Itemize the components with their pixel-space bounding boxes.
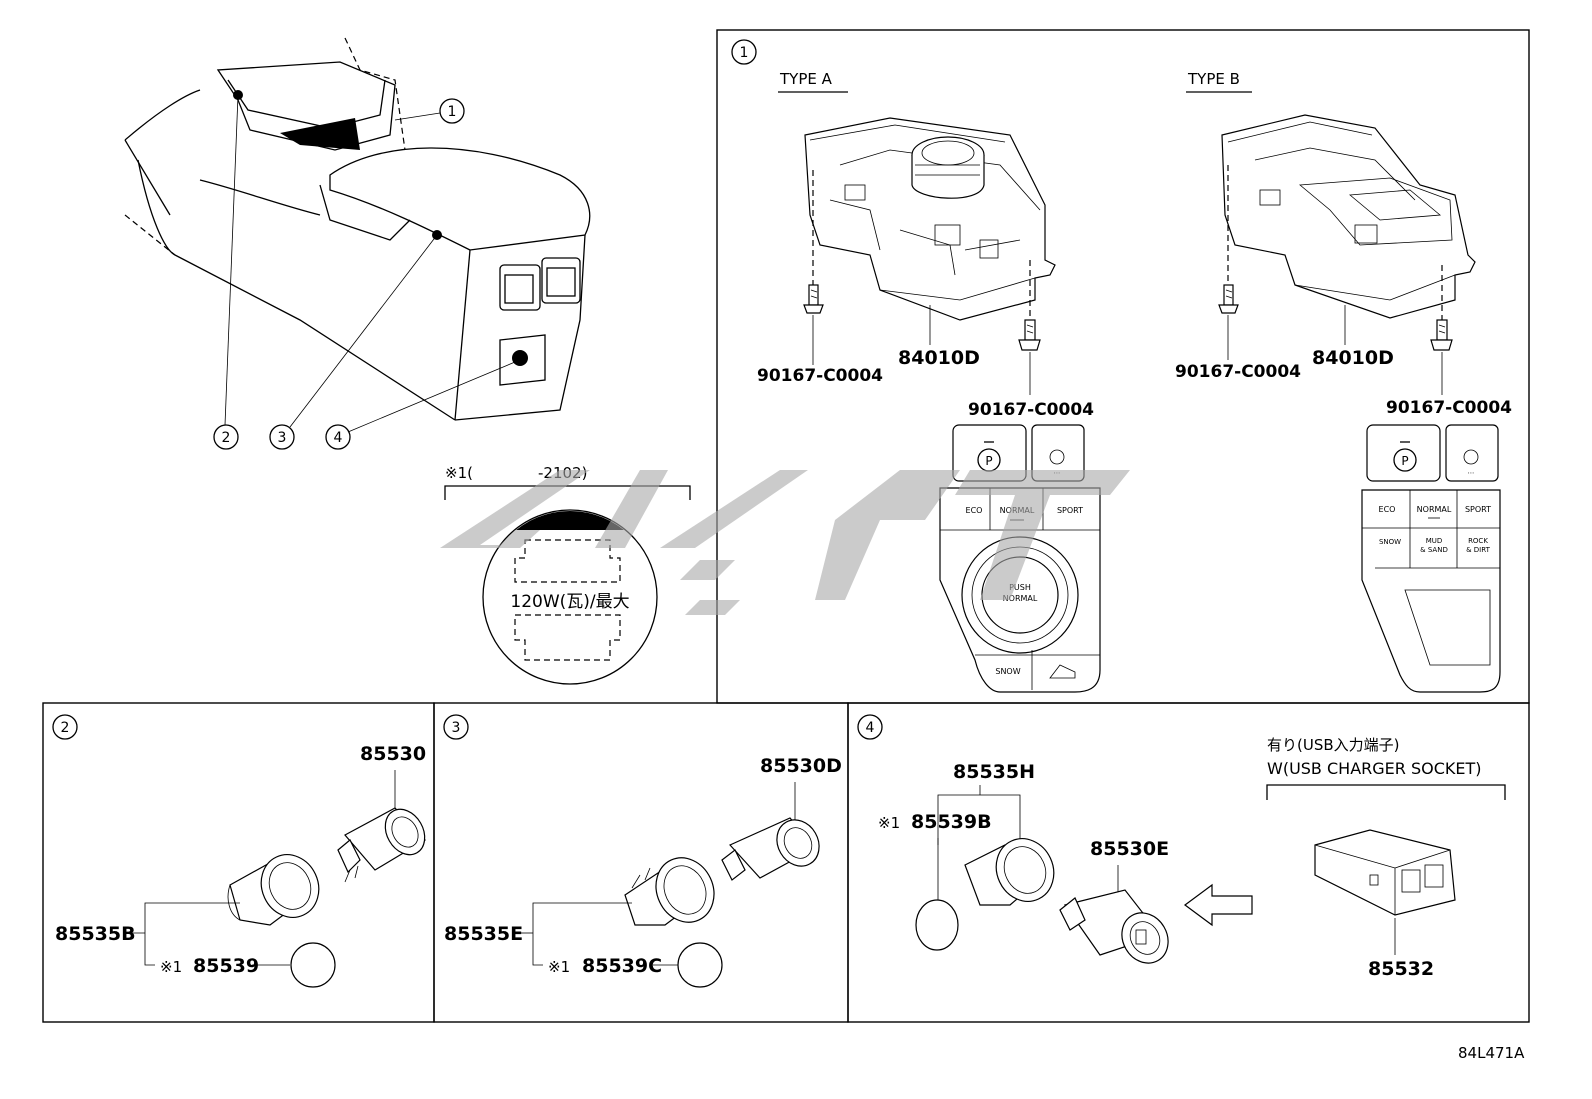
socket-85530-icon bbox=[337, 807, 426, 883]
usb-part: 85532 bbox=[1368, 958, 1434, 980]
panel-3: 3 85530D 85535E ※1 85539C bbox=[443, 714, 842, 988]
type-a-btn-push-normal: NORMAL bbox=[1003, 594, 1038, 603]
svg-text:P: P bbox=[985, 454, 992, 468]
socket-85530E-icon bbox=[1059, 889, 1169, 964]
callout-4-label: 4 bbox=[334, 430, 343, 446]
panel-4-socket-part: 85530E bbox=[1090, 838, 1169, 860]
type-b-label: TYPE B bbox=[1187, 70, 1240, 88]
type-b-btn-mud: MUD bbox=[1426, 537, 1443, 545]
type-a-part-main: 84010D bbox=[898, 347, 980, 369]
type-a-btn-snow: SNOW bbox=[995, 667, 1020, 676]
type-a-btn-push: PUSH bbox=[1009, 583, 1031, 592]
type-b-btn-sport: SPORT bbox=[1465, 505, 1491, 514]
parking-brake-icon-b bbox=[1393, 448, 1417, 472]
panel-3-assembly-part: 85535E bbox=[444, 923, 523, 945]
type-a-screw-right: 90167-C0004 bbox=[968, 400, 1094, 420]
watermark-logo bbox=[440, 470, 1130, 615]
panel-4: 4 85535H ※1 85539B 85530E 有り(USB入力端子) W(… bbox=[857, 714, 1506, 980]
usb-charger-icon bbox=[1314, 829, 1456, 916]
screw-b-right-icon bbox=[1430, 265, 1453, 351]
type-a-panel-face: P ⋯ ECO NORMAL SPORT PUSH NORMAL SNOW bbox=[939, 424, 1101, 693]
type-b-btn-mud-sand: & SAND bbox=[1420, 546, 1448, 554]
callout-4[interactable]: 4 bbox=[325, 424, 351, 450]
holder-85535H-icon bbox=[964, 838, 1055, 906]
type-b-btn-snow: SNOW bbox=[1379, 538, 1401, 546]
type-b-btn-rock-dirt: & DIRT bbox=[1466, 546, 1490, 554]
panel-4-number: 4 bbox=[866, 720, 875, 736]
panel-4-frame bbox=[847, 702, 1530, 1023]
panel-4-cap-mark: ※1 bbox=[878, 814, 900, 832]
type-b-screw-left: 90167-C0004 bbox=[1175, 362, 1301, 382]
panel-2-cap-mark: ※1 bbox=[160, 958, 182, 976]
panel-3-socket-part: 85530D bbox=[760, 755, 842, 777]
cap-85539-icon bbox=[290, 942, 336, 988]
hold-icon bbox=[1049, 449, 1065, 465]
type-a-section: TYPE A bbox=[757, 70, 1101, 693]
callout-1[interactable]: 1 bbox=[439, 98, 465, 124]
panel-2-callout[interactable]: 2 bbox=[52, 714, 78, 740]
panel-4-cap-part: 85539B bbox=[911, 811, 992, 833]
figure-id: 84L471A bbox=[1458, 1044, 1525, 1062]
inset-text: 120W(瓦)/最大 bbox=[510, 592, 629, 612]
panel-3-callout[interactable]: 3 bbox=[443, 714, 469, 740]
callout-3[interactable]: 3 bbox=[269, 424, 295, 450]
type-b-btn-rock: ROCK bbox=[1468, 537, 1488, 545]
type-a-btn-eco: ECO bbox=[966, 506, 983, 515]
panel-2-socket-part: 85530 bbox=[360, 743, 426, 765]
type-b-part-main: 84010D bbox=[1312, 347, 1394, 369]
holder-85535E-icon bbox=[624, 857, 715, 926]
type-b-screw-right: 90167-C0004 bbox=[1386, 398, 1512, 418]
inset-120w: ※1( -2102) 120W(瓦)/最大 bbox=[444, 464, 691, 685]
type-b-panel-face: P ⋯ ECO NORMAL SPORT SNOW MUD & SAND ROC… bbox=[1361, 424, 1501, 693]
panel-3-cap-part: 85539C bbox=[582, 955, 662, 977]
console-overview: 1 2 3 4 bbox=[124, 37, 591, 450]
replace-arrow-icon bbox=[1183, 883, 1253, 927]
callout-1-label: 1 bbox=[448, 104, 457, 120]
usb-title-en: W(USB CHARGER SOCKET) bbox=[1267, 759, 1482, 778]
hold-icon-b bbox=[1463, 449, 1479, 465]
panel-1-number: 1 bbox=[740, 45, 749, 61]
panel-1-callout[interactable]: 1 bbox=[731, 39, 757, 65]
screw-a-left-icon bbox=[803, 170, 824, 314]
type-a-btn-sport: SPORT bbox=[1057, 506, 1083, 515]
panel-4-assembly-part: 85535H bbox=[953, 761, 1035, 783]
inset-note-prefix: ※1( bbox=[445, 464, 473, 482]
panel-2-number: 2 bbox=[61, 720, 70, 736]
type-a-label: TYPE A bbox=[779, 70, 833, 88]
hill-descent-icon bbox=[1049, 664, 1076, 679]
panel-3-cap-mark: ※1 bbox=[548, 958, 570, 976]
callout-3-label: 3 bbox=[278, 430, 287, 446]
holder-85535B-icon bbox=[227, 854, 320, 926]
cap-85539C-icon bbox=[677, 942, 723, 988]
usb-title-jp: 有り(USB入力端子) bbox=[1267, 736, 1400, 754]
type-b-section: TYPE B 90167-C0004 84010D 90167-C00 bbox=[1175, 70, 1512, 693]
panel-2-cap-part: 85539 bbox=[193, 955, 259, 977]
type-b-btn-eco: ECO bbox=[1379, 505, 1396, 514]
callout-2[interactable]: 2 bbox=[213, 424, 239, 450]
type-b-btn-normal: NORMAL bbox=[1417, 505, 1452, 514]
screw-b-left-icon bbox=[1218, 165, 1239, 314]
panel-2-assembly-part: 85535B bbox=[55, 923, 136, 945]
type-a-screw-left: 90167-C0004 bbox=[757, 366, 883, 386]
panel-2: 2 85530 85535B ※1 85539 bbox=[52, 714, 426, 988]
svg-text:P: P bbox=[1401, 454, 1408, 468]
screw-a-right-icon bbox=[1018, 260, 1041, 351]
socket-85530D-icon bbox=[721, 817, 820, 881]
svg-text:⋯: ⋯ bbox=[1468, 469, 1475, 477]
callout-2-label: 2 bbox=[222, 430, 231, 446]
panel-4-callout[interactable]: 4 bbox=[857, 714, 883, 740]
panel-3-number: 3 bbox=[452, 720, 461, 736]
cap-85539B-icon bbox=[915, 899, 959, 951]
